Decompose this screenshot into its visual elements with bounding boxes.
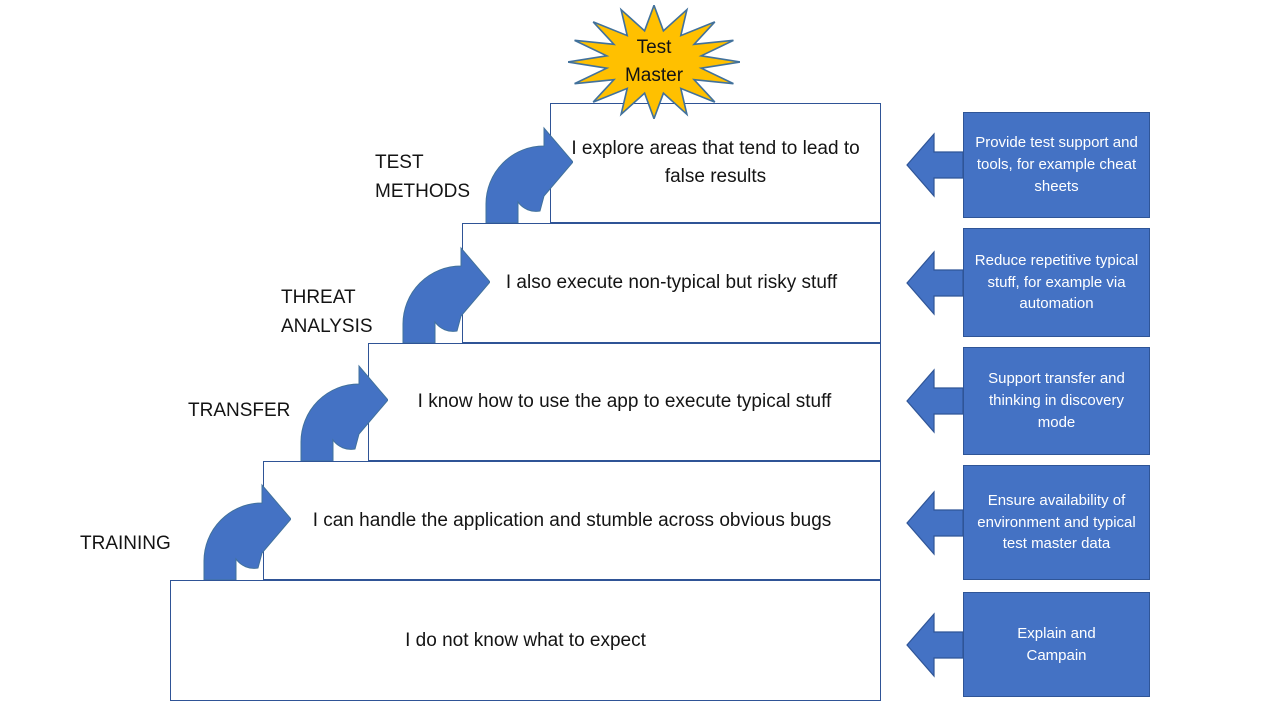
test-master-star: Test Master [568,5,740,119]
star-label: Test Master [624,37,684,86]
curved-up-arrow-icon [485,126,573,223]
curved-up-arrow-icon [402,246,490,343]
note-box: Provide test support and tools, for exam… [963,112,1150,218]
note-box: Explain and Campain [963,592,1150,697]
phase-label-transfer: TRANSFER [188,400,291,421]
step-text: I do not know what to expect [405,629,646,651]
support-note-transfer: Support transfer and thinking in discove… [906,347,1150,455]
left-arrow-icon [906,249,963,316]
note-text: Provide test support and tools, for exam… [975,134,1138,195]
step-text: I also execute non-typical but risky stu… [505,272,838,294]
phase-label-threat-analysis: THREAT ANALYSIS [281,287,373,337]
step-box-level-3: I know how to use the app to execute typ… [368,343,881,461]
support-note-explain: Explain and Campain [906,592,1150,697]
note-box: Support transfer and thinking in discove… [963,347,1150,455]
left-arrow-icon [906,489,963,556]
note-text: Ensure availability of environment and t… [977,491,1136,553]
curved-up-arrow-icon [300,364,388,461]
star-16-point-icon [568,5,740,119]
left-arrow-icon [906,611,963,678]
left-arrow-icon [906,132,963,198]
curved-up-arrow-icon [203,483,291,580]
step-box-level-1: I do not know what to expect [170,580,881,701]
note-box: Ensure availability of environment and t… [963,465,1150,580]
step-text: I explore areas that tend to lead to fal… [571,138,860,187]
left-arrow-icon [906,368,963,434]
phase-label-training: TRAINING [80,533,171,554]
note-text: Explain and Campain [1017,624,1096,664]
step-box-level-5: I explore areas that tend to lead to fal… [550,103,881,223]
note-box: Reduce repetitive typical stuff, for exa… [963,228,1150,337]
step-text: I know how to use the app to execute typ… [417,391,832,413]
note-text: Reduce repetitive typical stuff, for exa… [974,251,1139,313]
step-box-level-4: I also execute non-typical but risky stu… [462,223,881,343]
support-note-test-methods: Provide test support and tools, for exam… [906,112,1150,218]
support-note-training: Ensure availability of environment and t… [906,465,1150,580]
note-text: Support transfer and thinking in discove… [988,370,1125,431]
step-text: I can handle the application and stumble… [312,509,832,531]
step-box-level-2: I can handle the application and stumble… [263,461,881,580]
phase-label-test-methods: TEST METHODS [375,152,470,202]
support-note-threat-analysis: Reduce repetitive typical stuff, for exa… [906,228,1150,337]
